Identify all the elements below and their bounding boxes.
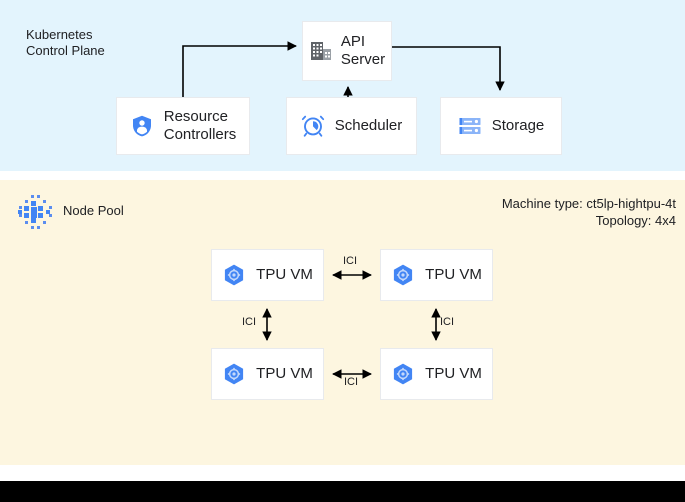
node-pool-section xyxy=(0,180,685,465)
ici-label: ICI xyxy=(242,316,257,328)
topology-label: Topology: 4x4 xyxy=(595,213,676,228)
node-storage-label: Storage xyxy=(491,117,545,134)
tpu-hex-icon xyxy=(222,263,246,287)
tpu-hex-icon xyxy=(391,362,415,386)
node-pool-title: Node Pool xyxy=(63,203,124,218)
node-tpu-vm-label: TPU VM xyxy=(425,365,482,382)
node-scheduler-label: Scheduler xyxy=(334,117,403,134)
control-plane-title: Kubernetes Control Plane xyxy=(26,27,105,58)
node-tpu-vm-label: TPU VM xyxy=(425,266,482,283)
storage-icon xyxy=(458,114,482,138)
building-icon xyxy=(309,39,333,63)
node-storage[interactable]: Storage xyxy=(440,97,562,155)
node-tpu-vm[interactable]: TPU VM xyxy=(211,249,324,301)
node-tpu-vm[interactable]: TPU VM xyxy=(380,348,493,400)
node-api-server[interactable]: API Server xyxy=(302,21,392,81)
node-tpu-vm[interactable]: TPU VM xyxy=(380,249,493,301)
alarm-clock-icon xyxy=(301,114,325,138)
node-resource-controllers-label: Resource Controllers xyxy=(163,108,237,143)
node-scheduler[interactable]: Scheduler xyxy=(286,97,417,155)
machine-info: Machine type: ct5lp-hightpu-4t Topology:… xyxy=(502,195,676,229)
node-resource-controllers[interactable]: Resource Controllers xyxy=(116,97,250,155)
dot-cluster-icon xyxy=(14,192,54,232)
ici-label: ICI xyxy=(440,316,455,328)
node-api-server-label: API Server xyxy=(340,33,386,68)
node-tpu-vm[interactable]: TPU VM xyxy=(211,348,324,400)
bottom-bar xyxy=(0,481,685,502)
shield-user-icon xyxy=(130,114,154,138)
tpu-hex-icon xyxy=(222,362,246,386)
tpu-hex-icon xyxy=(391,263,415,287)
node-tpu-vm-label: TPU VM xyxy=(256,266,313,283)
ici-label: ICI xyxy=(344,376,359,388)
ici-label: ICI xyxy=(343,255,358,267)
machine-type-label: Machine type: ct5lp-hightpu-4t xyxy=(501,196,676,211)
node-tpu-vm-label: TPU VM xyxy=(256,365,313,382)
